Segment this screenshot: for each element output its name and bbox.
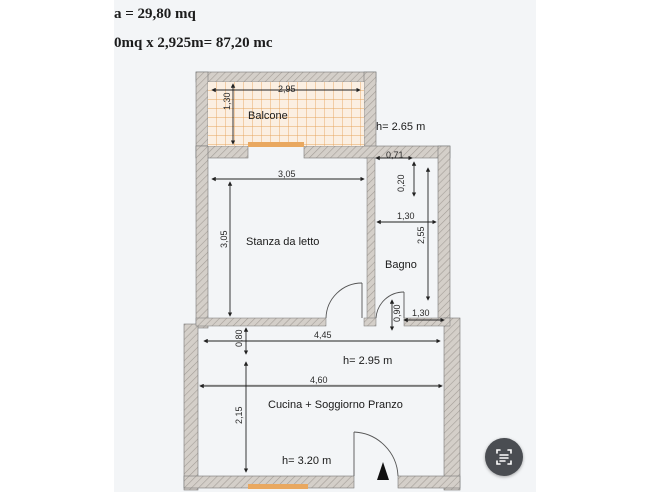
dim-bagno-door: 0,90 — [392, 304, 402, 322]
room-label-cucina: Cucina + Soggiorno Pranzo — [268, 399, 403, 411]
entrance-arrow-icon — [377, 462, 389, 480]
dim-bagno-depth: 2,55 — [416, 226, 426, 244]
dim-stanza-width: 3,05 — [278, 169, 296, 179]
height-label-corridoio: h= 2.95 m — [343, 355, 392, 367]
height-labels: h= 2.65 m h= 2.95 m h= 3.20 m — [282, 121, 425, 467]
dimension-labels: 2,95 1,30 0,71 0,20 3,05 3,05 1,30 2,55 … — [219, 84, 430, 424]
room-label-stanza: Stanza da letto — [246, 236, 319, 248]
room-labels: Balcone Stanza da letto Bagno Cucina + S… — [246, 110, 417, 411]
dim-cucina-width: 4,60 — [310, 375, 328, 385]
interior-walls — [183, 157, 461, 489]
exterior-walls — [183, 71, 461, 491]
dim-bagno-step-width: 0,71 — [386, 150, 404, 160]
google-lens-icon[interactable] — [485, 438, 523, 476]
height-label-balcone: h= 2.65 m — [376, 121, 425, 133]
dim-bagno-right: 1,30 — [412, 308, 430, 318]
dim-corridor-depth: 0,80 — [234, 329, 244, 347]
room-label-bagno: Bagno — [385, 259, 417, 271]
dim-balcone-depth: 1,30 — [222, 92, 232, 110]
dim-bagno-step-height: 0,20 — [396, 174, 406, 192]
dimension-lines — [199, 83, 445, 473]
dim-cucina-depth: 2,15 — [234, 406, 244, 424]
volume-summary-line: 0mq x 2,925m= 87,20 mc — [114, 35, 273, 51]
dim-balcone-width: 2,95 — [278, 84, 296, 94]
dim-bagno-width: 1,30 — [397, 211, 415, 221]
window-sill-bottom — [248, 484, 308, 489]
lens-glyph — [496, 449, 512, 465]
door-swings — [325, 282, 405, 477]
height-label-cucina: h= 3.20 m — [282, 455, 331, 467]
balcony-door-sill — [248, 142, 304, 147]
room-label-balcone: Balcone — [248, 110, 288, 122]
dim-corridor-width: 4,45 — [314, 330, 332, 340]
area-summary-line: a = 29,80 mq — [114, 6, 196, 22]
dim-stanza-depth: 3,05 — [219, 230, 229, 248]
